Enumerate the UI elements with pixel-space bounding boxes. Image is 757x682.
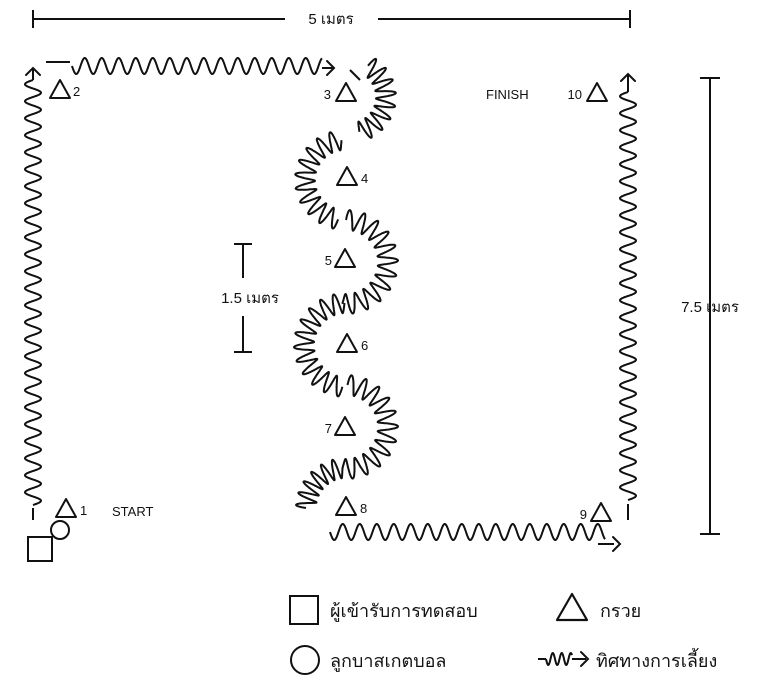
legend-arrow-wave xyxy=(545,652,573,666)
cone-number-2: 2 xyxy=(73,84,80,99)
cone-icon-10 xyxy=(586,82,608,102)
spacing-label: 1.5 เมตร xyxy=(221,290,279,307)
cones: 1 2 3 4 5 6 7 8 9 10 xyxy=(49,79,612,522)
path-bottom-wavy xyxy=(329,523,606,541)
cone-number-8: 8 xyxy=(360,501,367,516)
cone-number-5: 5 xyxy=(325,253,332,268)
legend-cone-label: กรวย xyxy=(600,601,641,621)
legend-tester-label: ผู้เข้ารับการทดสอบ xyxy=(330,601,478,622)
legend: ผู้เข้ารับการทดสอบ กรวย ลูกบาสเกตบอล ทิศ… xyxy=(289,592,717,675)
legend-direction-icon xyxy=(538,651,590,667)
path-slalom-arc-7 xyxy=(341,374,399,480)
path-top-wavy xyxy=(71,57,323,75)
path-slalom-arc-5 xyxy=(341,209,399,315)
ball-start-icon xyxy=(50,520,70,540)
legend-ball-icon xyxy=(290,645,320,675)
cone-number-6: 6 xyxy=(361,338,368,353)
width-label: 5 เมตร xyxy=(308,11,353,28)
cone-number-4: 4 xyxy=(361,171,368,186)
cone-number-7: 7 xyxy=(325,421,332,436)
cone-icon-5 xyxy=(334,248,356,268)
finish-label: FINISH xyxy=(486,87,529,102)
path-slalom-arc-4 xyxy=(294,131,343,230)
cone-icon-7 xyxy=(334,416,356,436)
legend-tester-icon xyxy=(289,595,319,625)
dimension-markers xyxy=(32,10,720,535)
cone-icon-2 xyxy=(49,79,71,99)
legend-arrow-head xyxy=(580,651,590,667)
cone-number-3: 3 xyxy=(324,87,331,102)
path-arrow-up-left xyxy=(25,66,41,76)
legend-ball-label: ลูกบาสเกตบอล xyxy=(330,651,446,672)
path-arrow-up-right xyxy=(620,72,636,82)
cone-icon-9 xyxy=(590,502,612,522)
path-right-wavy xyxy=(619,91,637,501)
height-label: 7.5 เมตร xyxy=(681,299,739,316)
path-left-wavy xyxy=(24,79,42,506)
path-arrow-right-bottom xyxy=(612,536,622,552)
path-slalom-arc-8 xyxy=(295,458,344,509)
tester-start-icon xyxy=(27,536,53,562)
cone-icon-3 xyxy=(335,82,357,102)
legend-direction-label: ทิศทางการเลี้ยง xyxy=(596,648,717,671)
cone-icon-1 xyxy=(55,498,77,518)
path-slalom-arc-6 xyxy=(293,293,346,398)
cone-number-10: 10 xyxy=(568,87,582,102)
path-arrow-right-top xyxy=(326,60,336,76)
cone-icon-6 xyxy=(336,333,358,353)
legend-cone-icon xyxy=(555,592,589,622)
cone-number-1: 1 xyxy=(80,503,87,518)
start-label: START xyxy=(112,504,153,519)
cone-icon-8 xyxy=(335,496,357,516)
dribble-path xyxy=(24,57,637,552)
cone-icon-4 xyxy=(336,166,358,186)
path-slalom-entry xyxy=(349,69,361,81)
path-slalom-arc-3 xyxy=(357,57,397,139)
cone-number-9: 9 xyxy=(580,507,587,522)
